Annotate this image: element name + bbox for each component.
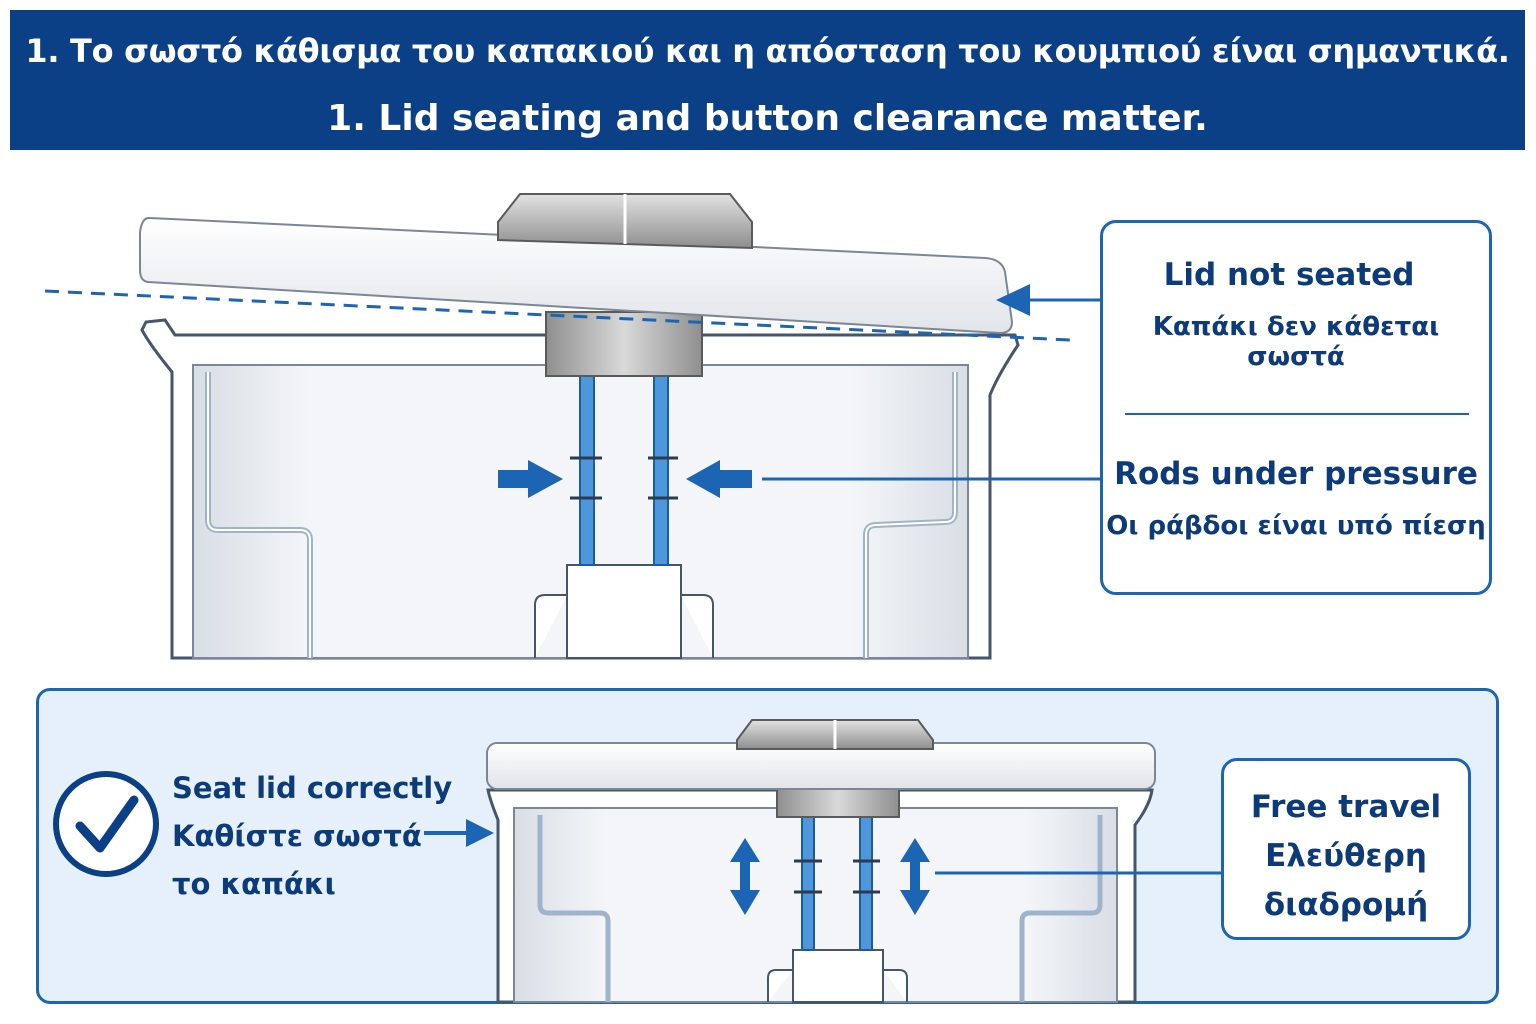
instruction-line-1: Seat lid correctly [172, 771, 453, 805]
rods-pressure-greek: Οι ράβδοι είναι υπό πίεση [1106, 511, 1486, 541]
lid-not-seated-label: Lid not seated [1163, 257, 1415, 293]
seat-lid-instruction: Seat lid correctly Καθίστε σωστά το καπά… [172, 764, 452, 908]
free-travel-callout: Free travel Ελεύθερη διαδρομή [1221, 758, 1471, 940]
title-banner: 1. Το σωστό κάθισμα του καπακιού και η α… [10, 10, 1525, 150]
arrow-right-icon [424, 819, 494, 847]
bottom-tank [486, 784, 1154, 1004]
free-travel-greek-2: διαδρομή [1263, 887, 1429, 923]
free-travel-label: Free travel [1250, 789, 1442, 825]
arrow-left-icon [686, 460, 752, 498]
rods-pressure-label: Rods under pressure [1114, 456, 1478, 492]
title-greek: 1. Το σωστό κάθισμα του καπακιού και η α… [25, 32, 1510, 70]
double-arrow-vertical-icon [730, 838, 760, 915]
top-lid-tilted [139, 193, 1014, 335]
arrow-left-icon [996, 284, 1100, 316]
misalignment-dashed-line [44, 289, 1071, 342]
top-tank [140, 311, 1020, 660]
callout-divider [1125, 413, 1469, 415]
arrow-right-icon [498, 460, 563, 498]
lid-rods-callout: Lid not seated Καπάκι δεν κάθεται σωστά … [1100, 220, 1492, 595]
checkmark-icon [53, 771, 159, 877]
free-travel-greek-1: Ελεύθερη [1265, 838, 1427, 874]
title-english: 1. Lid seating and button clearance matt… [327, 98, 1208, 139]
instruction-line-3: το καπάκι [172, 867, 336, 901]
bottom-lid-seated [486, 719, 1156, 790]
instruction-line-2: Καθίστε σωστά [172, 819, 422, 853]
lid-not-seated-greek: Καπάκι δεν κάθεται σωστά [1152, 312, 1440, 372]
double-arrow-vertical-icon [900, 838, 930, 915]
